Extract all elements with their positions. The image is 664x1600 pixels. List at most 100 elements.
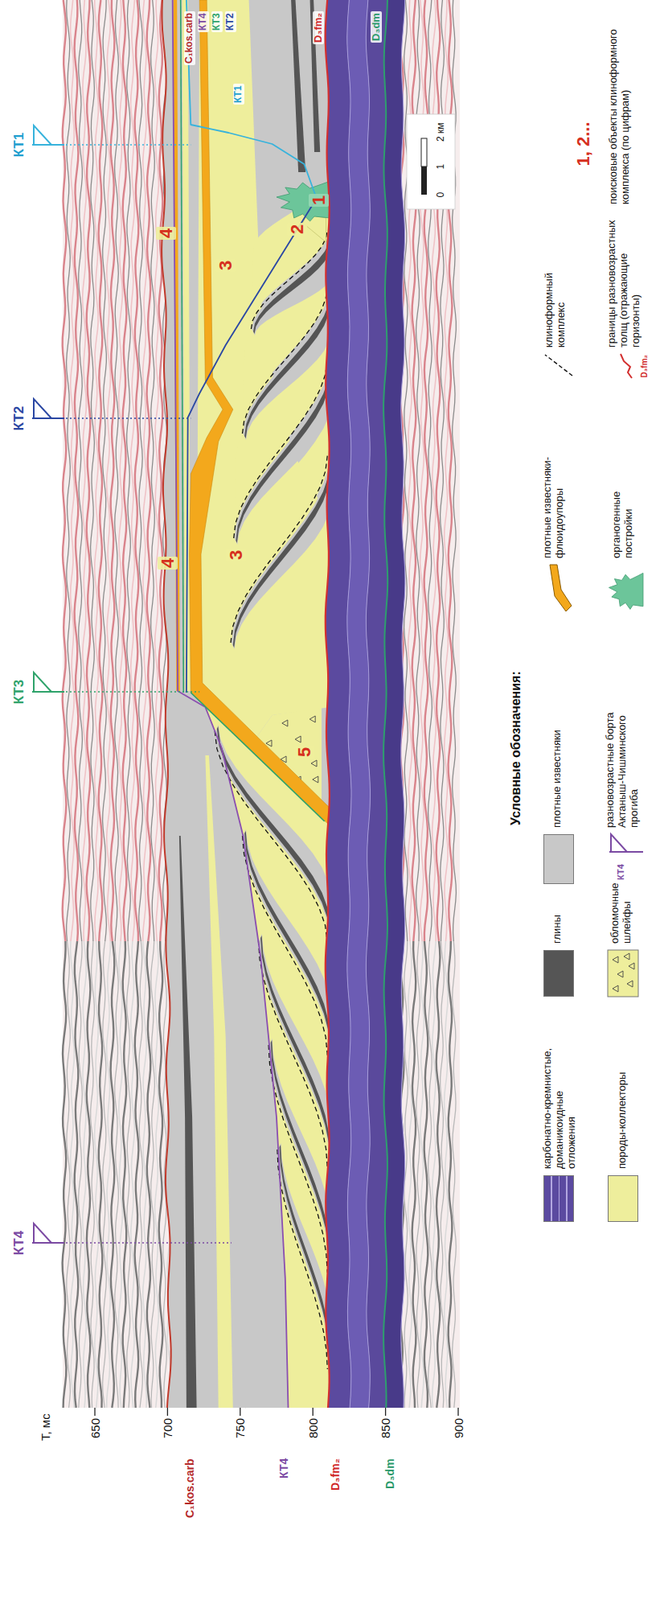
axis-tick-label: 850 (378, 1417, 393, 1438)
seismic-trace (70, 0, 75, 941)
seismic-trace (159, 940, 164, 1407)
well-trace (65, 1241, 232, 1243)
legend-symbol-label: 1, 2... (573, 121, 594, 166)
seismic-trace (102, 0, 107, 941)
callout-number: 3 (225, 548, 246, 562)
well-label: КТ3 (11, 679, 28, 705)
clastic-triangle (612, 984, 619, 992)
scale-label: 2 км (435, 122, 447, 142)
clastic-triangle (309, 715, 316, 722)
clastic-triangle (311, 759, 317, 767)
horizon-label: D₃fm₂ (312, 11, 325, 45)
horizon-line (161, 0, 172, 1407)
legend-text: границы разновозрастных толщ (отражающие… (606, 214, 643, 348)
clay-streak (291, 0, 306, 173)
clastic-triangle (617, 970, 624, 977)
seismic-trace (110, 940, 115, 1407)
legend-clinoform-sample (545, 354, 573, 376)
legend-swatch (543, 1174, 574, 1222)
legend-reef-sample (609, 572, 644, 609)
clastic-triangle (295, 735, 301, 742)
seismic-trace (122, 0, 128, 941)
limestone-wedge (231, 457, 331, 649)
legend-text: плотные известняки-флюидоупоры (541, 449, 566, 558)
legend-text: обломочные шлейфы (609, 862, 634, 943)
horizon-label: КТ2 (225, 11, 237, 33)
seismic-trace (139, 940, 144, 1407)
seismic-trace (432, 940, 437, 1407)
seismic-trace (147, 0, 152, 941)
seismic-trace (155, 0, 160, 941)
seismic-trace (86, 940, 91, 1407)
domanik-band (347, 0, 371, 1407)
dense-limestone (161, 0, 330, 1407)
horizon-label: D₃dm (370, 11, 383, 43)
seismic-trace (444, 940, 449, 1407)
legend-apron-sample (607, 949, 639, 996)
seismic-trace (114, 0, 119, 941)
seismic-trace (127, 0, 132, 941)
clay-streak (235, 364, 331, 543)
legend-text: глины (551, 886, 564, 943)
axis-tick-label: 800 (306, 1417, 320, 1438)
axis-tick (94, 1406, 95, 1415)
seismic-trace (102, 940, 107, 1407)
axis-tick-label: 650 (88, 1417, 103, 1438)
horizon-line (172, 0, 289, 1407)
horizon-label: КТ1 (233, 83, 245, 105)
legend-text: плотные известняки (551, 690, 564, 828)
seismic-trace (62, 0, 67, 941)
seismic-trace (118, 0, 123, 941)
seismic-trace (86, 0, 91, 941)
clastic-triangle (628, 962, 635, 969)
axis-tick-label: 900 (451, 1417, 466, 1438)
scale-bar (421, 166, 427, 195)
seismic-trace (131, 0, 136, 941)
seismic-trace (151, 0, 156, 941)
well-flag (33, 672, 52, 692)
seismic-ground (62, 0, 460, 1407)
seismic-trace (90, 940, 95, 1407)
well-flag (33, 398, 52, 419)
clastic-triangle (266, 739, 272, 746)
axis-tick (239, 1406, 241, 1415)
horizon-line (325, 0, 330, 1407)
seismic-trace (131, 940, 136, 1407)
legend-swatch (543, 833, 574, 884)
seismic-trace (66, 940, 71, 1407)
clay-streak (233, 460, 331, 648)
seismic-trace (424, 940, 429, 1407)
horizon-label: C₁kos.carb (184, 11, 196, 66)
well-label: КТ1 (11, 132, 28, 158)
seismic-trace (135, 0, 140, 941)
clastic-triangle (282, 719, 288, 726)
horizon-label: D₃fm₂ (328, 1457, 342, 1490)
seismic-trace (106, 0, 111, 941)
seismic-trace (416, 940, 421, 1407)
horizon-label: D₃dm (383, 1457, 397, 1488)
seismic-trace (62, 940, 67, 1407)
seismic-trace (82, 940, 87, 1407)
legend-text: разновозрастные борта Актаныш-Чишминског… (604, 686, 641, 828)
horizon-line (186, 0, 316, 197)
well-trace (65, 143, 191, 146)
legend-horizon-sample (620, 353, 632, 378)
axis-tick (385, 1406, 386, 1415)
seismic-trace (78, 0, 83, 941)
axis-tick-label: 750 (233, 1417, 247, 1438)
horizon-line (186, 201, 315, 693)
seismic-trace (66, 0, 71, 941)
seismic-trace (90, 0, 95, 941)
domanik-band (383, 0, 406, 1407)
legend-text: карбонатно-кремнистые, доманикоидные отл… (541, 1035, 578, 1169)
reservoir-band (204, 754, 233, 1407)
seismic-trace (94, 940, 99, 1407)
seismic-trace (448, 940, 453, 1407)
axis-title: Т, мс (38, 1412, 53, 1440)
horizon-label: C₁kos.carb (183, 1458, 197, 1518)
seismic-trace (155, 940, 160, 1407)
callout-number: 3 (215, 258, 236, 272)
legend-swatch (543, 949, 574, 996)
well-label: КТ4 (11, 1229, 28, 1255)
